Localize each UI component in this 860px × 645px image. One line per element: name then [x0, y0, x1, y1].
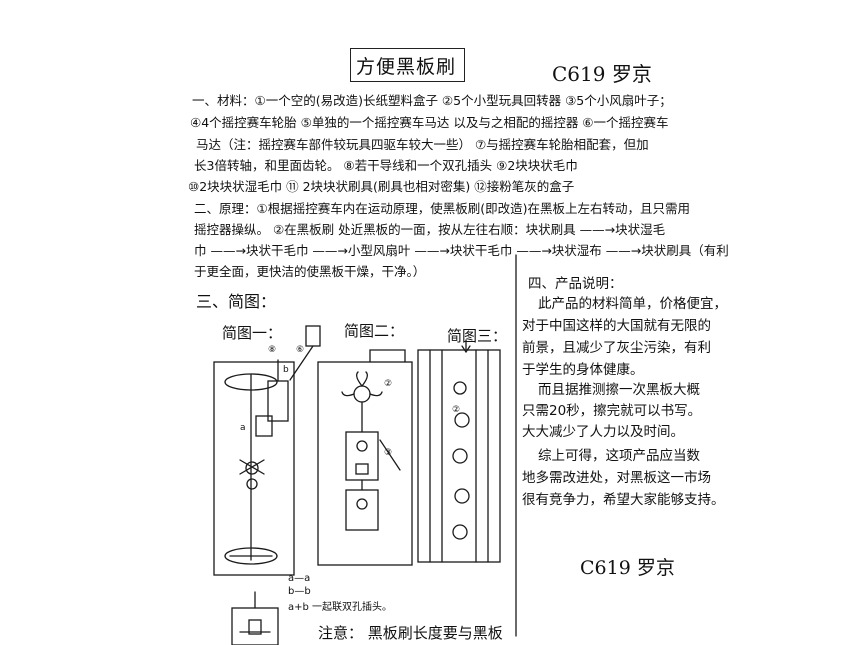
signature-top: C619 罗京: [552, 62, 652, 86]
svg-text:⑥: ⑥: [296, 345, 304, 355]
product-line-7: 大大减少了人力以及时间。: [522, 424, 684, 440]
diagram-2-drawing: ② ③: [317, 349, 413, 566]
product-line-5: 而且据推测擦一次黑板大概: [538, 382, 700, 398]
materials-line-5: ⑩2块块状湿毛巾 ⑪ 2块块状刷具(刷具也相对密集) ⑫接粉笔灰的盒子: [188, 179, 575, 194]
diagrams-heading: 三、简图：: [196, 292, 277, 311]
product-line-1: 此产品的材料简单，价格便宜，: [538, 296, 727, 312]
note-line: 注意： 黑板刷长度要与黑板: [318, 624, 503, 642]
svg-text:③: ③: [384, 448, 392, 458]
svg-text:⑧: ⑧: [268, 345, 276, 355]
principle-line-3: 巾 ——→块状干毛巾 ——→小型风扇叶 ——→块状干毛巾 ——→块状湿布 ——→…: [194, 243, 729, 258]
diagram-2-label: 简图二：: [344, 322, 405, 340]
diagram-1-drawing: ⑧ ⑥ a b: [213, 325, 321, 576]
diagram-3-label: 简图三：: [447, 327, 508, 345]
legend-line-1: a—a: [288, 573, 311, 584]
legend-line-2: b—b: [288, 586, 311, 597]
svg-text:b: b: [283, 365, 289, 375]
diagram-3-drawing: ②: [417, 339, 501, 563]
svg-text:a: a: [240, 423, 246, 433]
svg-text:②: ②: [452, 405, 460, 415]
title-box: [350, 48, 465, 82]
product-heading: 四、产品说明：: [528, 276, 623, 292]
legend-line-3: a+b 一起联双孔插头。: [288, 602, 393, 613]
page-title: 方便黑板刷: [356, 56, 457, 78]
product-line-3: 前景，且减少了灰尘污染，有利: [522, 340, 711, 356]
product-line-10: 很有竞争力，希望大家能够支持。: [522, 492, 725, 508]
materials-line-1: 一、材料：①一个空的(易改造)长纸塑料盒子 ②5个小型玩具回转器 ③5个小风扇叶…: [192, 93, 672, 108]
product-line-6: 只需20秒，擦完就可以书写。: [522, 403, 702, 419]
device-sketch: [231, 591, 279, 645]
principle-line-1: 二、原理：①根据摇控赛车内在运动原理，使黑板刷(即改造)在黑板上左右转动，且只需…: [194, 201, 690, 216]
product-line-8: 综上可得，这项产品应当数: [538, 448, 700, 464]
product-line-4: 于学生的身体健康。: [522, 362, 644, 378]
product-line-9: 地多需改进处，对黑板这一市场: [522, 470, 711, 486]
svg-text:②: ②: [384, 379, 392, 389]
materials-line-3: 马达（注：摇控赛车部件较玩具四驱车较大一些） ⑦与摇控赛车轮胎相配套，但加: [196, 137, 649, 152]
signature-bottom: C619 罗京: [580, 557, 675, 579]
principle-line-4: 于更全面，更快洁的使黑板干燥，干净。）: [194, 264, 426, 279]
materials-line-4: 长3倍转轴，和里面齿轮。 ⑧若干导线和一个双孔插头 ⑨2块块状毛巾: [194, 158, 578, 173]
materials-line-2: ④4个摇控赛车轮胎 ⑤单独的一个摇控赛车马达 以及与之相配的摇控器 ⑥一个摇控赛…: [190, 115, 669, 130]
principle-line-2: 摇控器操纵。 ②在黑板刷 处近黑板的一面，按从左往右顺：块状刷具 ——→块状湿毛: [194, 222, 666, 237]
diagram-1-label: 简图一：: [222, 324, 283, 342]
product-line-2: 对于中国这样的大国就有无限的: [522, 318, 711, 334]
